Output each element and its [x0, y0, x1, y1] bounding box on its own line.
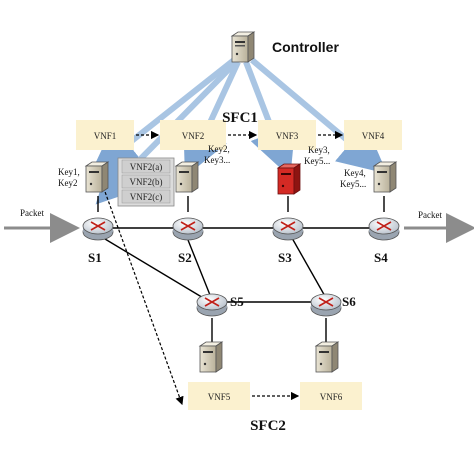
vnf3-box — [258, 120, 316, 150]
server-s5-icon — [198, 341, 224, 373]
sfc1-chain: VNF1 VNF2 VNF3 VNF4 SFC1 — [76, 110, 402, 150]
keys-s4-line1: Key4, — [344, 168, 366, 178]
vnf2c-cell — [121, 189, 171, 204]
server-s3-icon-highlighted — [276, 163, 302, 195]
vnf5-label: VNF5 — [208, 392, 231, 402]
switch-s4-icon — [368, 217, 400, 241]
vnf5-box — [188, 382, 250, 410]
vnf2a-label: VNF2(a) — [130, 162, 163, 172]
switch-s4-label: S4 — [374, 250, 388, 265]
server-s2-icon — [174, 161, 200, 193]
vnf2-instances: VNF2(a) VNF2(b) VNF2(c) — [117, 157, 175, 207]
sfc2-chain: VNF5 VNF6 SFC2 — [99, 177, 362, 434]
link-s2-s5 — [187, 239, 213, 301]
vnf2-label: VNF2 — [182, 131, 205, 141]
server-s4-icon — [372, 161, 398, 193]
vnf4-label: VNF4 — [362, 131, 385, 141]
vnf3-label: VNF3 — [276, 131, 299, 141]
packet-in-label: Packet — [20, 208, 44, 218]
switch-s1-label: S1 — [88, 250, 102, 265]
switch-s5-icon — [196, 293, 228, 317]
switch-s6-label: S6 — [342, 294, 356, 309]
network-links — [97, 196, 385, 344]
vnf6-box — [300, 382, 362, 410]
vnf1-label: VNF1 — [94, 131, 117, 141]
sfc2-entry-arrow — [99, 177, 184, 406]
servers — [84, 161, 398, 373]
packet-arrows: Packet Packet — [4, 208, 474, 243]
key-labels: Key1, Key2 Key2, Key3... Key3, Key5... K… — [58, 144, 366, 189]
switch-s6-icon — [310, 293, 342, 317]
packet-out-label: Packet — [418, 210, 442, 220]
switch-s3-icon — [272, 217, 304, 241]
switch-s5-label: S5 — [230, 294, 244, 309]
vnf2b-label: VNF2(b) — [130, 177, 163, 187]
switch-s2-label: S2 — [178, 250, 192, 265]
keys-s4-line2: Key5... — [340, 179, 366, 189]
keys-s3-line2: Key5... — [304, 156, 330, 166]
vnf2c-label: VNF2(c) — [130, 192, 163, 202]
switch-labels: S1 S2 S3 S4 S5 S6 — [88, 250, 388, 309]
switch-s1-icon — [82, 217, 114, 241]
link-s3-s6 — [291, 237, 327, 299]
controller-label: Controller — [272, 39, 339, 55]
keys-s1-line2: Key2 — [58, 178, 78, 188]
switch-s3-label: S3 — [278, 250, 292, 265]
vnf2-box — [160, 120, 226, 150]
vnf6-label: VNF6 — [320, 392, 343, 402]
switches — [82, 217, 400, 317]
vnf4-box — [344, 120, 402, 150]
sfc2-label: SFC2 — [250, 418, 286, 434]
keys-s3-line1: Key3, — [308, 145, 330, 155]
vnf2b-cell — [121, 174, 171, 189]
vnf1-box — [76, 120, 134, 150]
vnf2a-cell — [121, 159, 171, 174]
sfc1-label: SFC1 — [222, 110, 258, 126]
keys-s2-line1: Key2, — [208, 144, 230, 154]
controller-server-icon — [230, 31, 256, 63]
keys-s1-line1: Key1, — [58, 167, 80, 177]
server-s6-icon — [314, 341, 340, 373]
switch-s2-icon — [172, 217, 204, 241]
link-s1-s5 — [99, 235, 211, 303]
controller: Controller — [230, 31, 339, 63]
keys-s2-line2: Key3... — [204, 155, 230, 165]
server-s1-icon — [84, 161, 110, 193]
